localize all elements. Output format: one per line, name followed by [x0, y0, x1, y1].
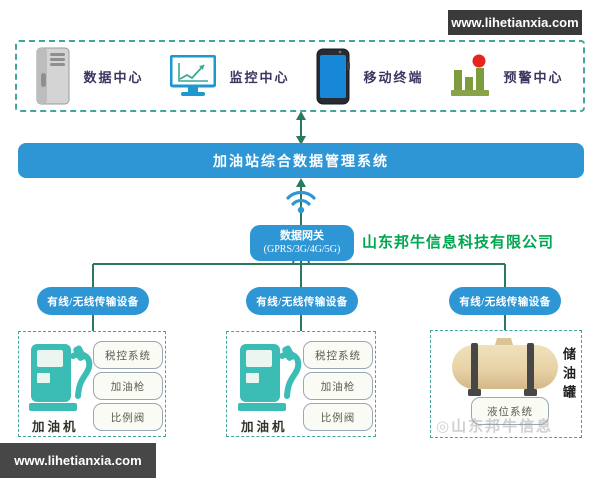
component-proportional-valve: 比例阀	[303, 403, 373, 431]
fuel-dispenser-icon	[238, 342, 302, 414]
transmission-pill-middle: 有线/无线传输设备	[246, 287, 358, 315]
dispenser-group-left: 加油机 税控系统 加油枪 比例阀	[18, 331, 166, 437]
wifi-icon	[286, 190, 316, 214]
mobile-terminal-label: 移动终端	[363, 69, 424, 85]
transmission-pill-left: 有线/无线传输设备	[37, 287, 149, 315]
device-label-storage-tank: 储油罐	[561, 347, 576, 404]
monitor-icon	[170, 55, 217, 97]
monitor-center-label: 监控中心	[229, 69, 290, 85]
component-proportional-valve: 比例阀	[93, 403, 163, 431]
alert-center-item: 预警中心	[450, 54, 563, 98]
monitor-center-item: 监控中心	[170, 55, 289, 97]
alert-chart-icon	[450, 54, 490, 98]
fuel-dispenser-icon	[29, 342, 93, 414]
tank-group-right: 储油罐 液位系统	[430, 330, 582, 438]
phone-icon	[316, 48, 351, 105]
transmission-pill-right: 有线/无线传输设备	[449, 287, 561, 315]
data-center-item: 数据中心	[36, 47, 143, 105]
oil-tank-icon	[451, 337, 559, 399]
dispenser-group-middle: 加油机 税控系统 加油枪 比例阀	[226, 331, 376, 437]
device-label-dispenser: 加油机	[32, 420, 79, 434]
photo-watermark: ◎山东邦牛信息	[436, 418, 554, 435]
data-gateway-node: 数据网关 (GPRS/3G/4G/5G)	[250, 225, 354, 261]
device-label-dispenser: 加油机	[241, 420, 288, 434]
mobile-terminal-item: 移动终端	[316, 48, 423, 105]
component-tax-control: 税控系统	[303, 341, 373, 369]
component-liquid-level-system: 液位系统	[471, 397, 549, 425]
gateway-networks: (GPRS/3G/4G/5G)	[263, 243, 341, 255]
site-watermark-bottom: www.lihetianxia.com	[0, 443, 156, 478]
server-icon	[36, 47, 70, 105]
component-nozzle: 加油枪	[303, 372, 373, 400]
site-watermark-top: www.lihetianxia.com	[448, 10, 582, 35]
component-tax-control: 税控系统	[93, 341, 163, 369]
data-center-label: 数据中心	[83, 69, 144, 85]
company-name: 山东邦牛信息科技有限公司	[362, 234, 555, 251]
management-system-banner: 加油站综合数据管理系统	[18, 143, 584, 178]
top-centers-panel: 数据中心 监控中心	[15, 40, 585, 112]
alert-center-label: 预警中心	[503, 69, 564, 85]
component-nozzle: 加油枪	[93, 372, 163, 400]
gateway-name: 数据网关	[280, 229, 324, 242]
